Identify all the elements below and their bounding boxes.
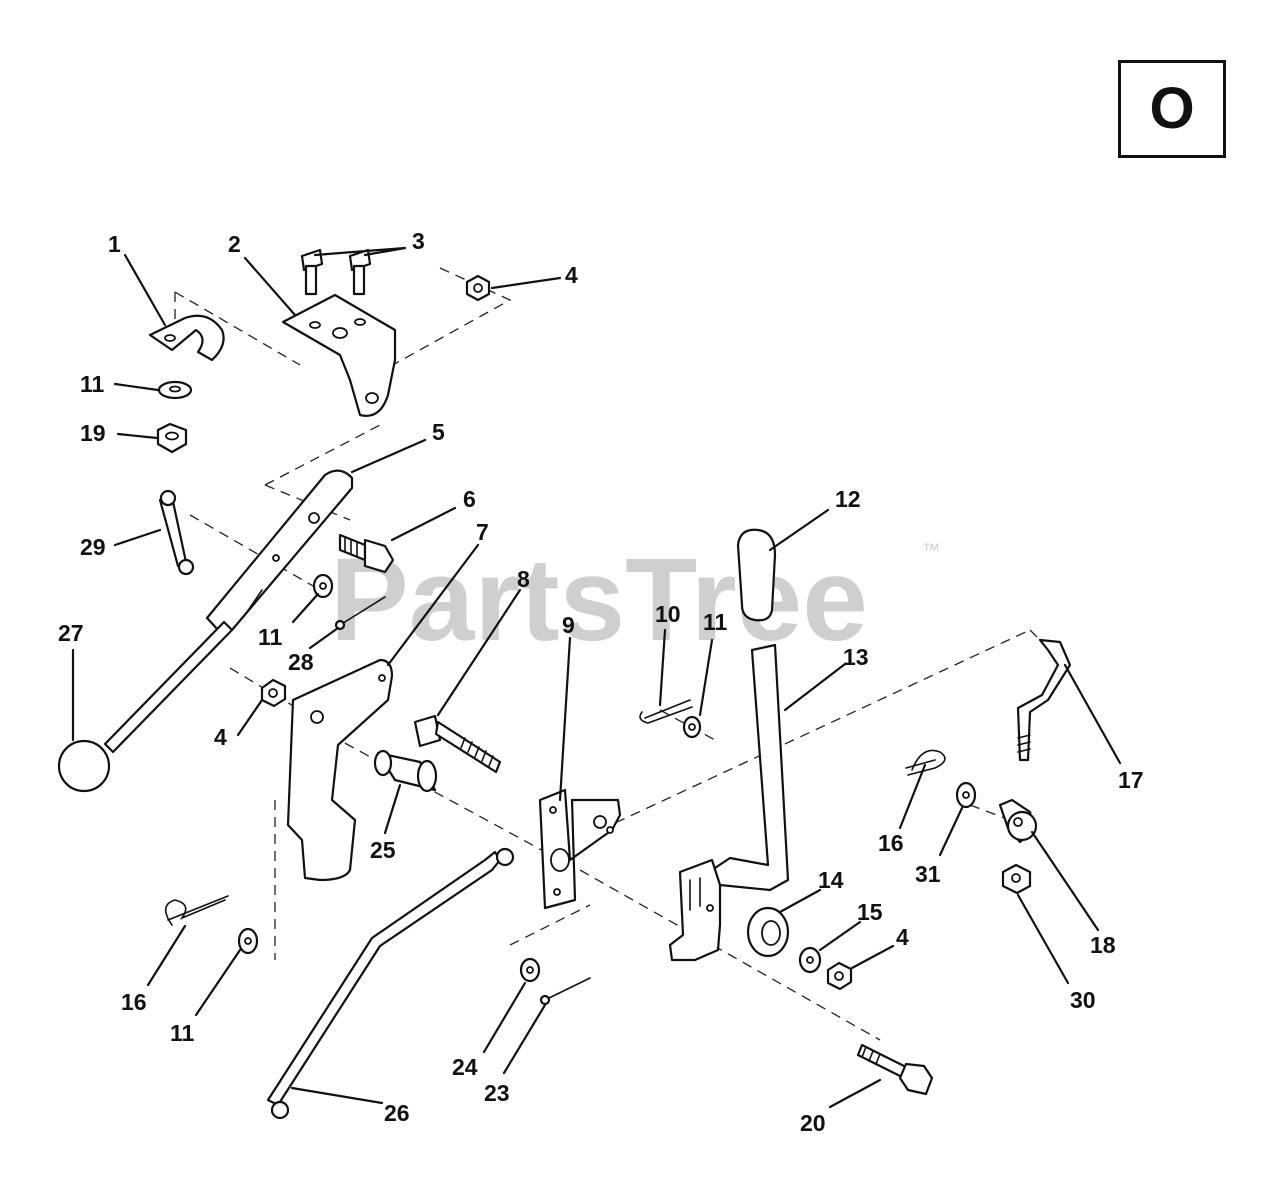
assembly-lines xyxy=(174,267,1041,1041)
callout-24: 24 xyxy=(452,1054,478,1080)
callout-28: 28 xyxy=(288,649,314,675)
callout-27: 27 xyxy=(58,620,84,646)
callout-4b: 4 xyxy=(214,724,227,750)
callout-16a: 16 xyxy=(878,830,904,856)
part-washer-11b xyxy=(312,573,334,599)
part-lever-13 xyxy=(668,643,790,962)
part-bolt-20 xyxy=(856,1043,934,1096)
part-clip-16b xyxy=(164,895,229,926)
part-lever-5 xyxy=(205,469,354,634)
part-nut-19 xyxy=(156,422,188,454)
callout-11c: 11 xyxy=(703,609,728,635)
part-bracket-9 xyxy=(538,788,622,910)
callout-15: 15 xyxy=(857,899,883,925)
callout-11d: 11 xyxy=(170,1020,195,1046)
watermark-trademark: ™ xyxy=(922,540,940,560)
part-washer-15 xyxy=(798,946,822,974)
part-clip-1 xyxy=(148,314,225,362)
part-washer-31 xyxy=(955,781,977,809)
part-grip-12 xyxy=(736,528,777,622)
callout-20: 20 xyxy=(800,1110,826,1136)
part-rod-27 xyxy=(57,620,234,793)
section-letter: O xyxy=(1149,76,1195,141)
part-bracket-2 xyxy=(281,293,397,417)
part-bolt-8 xyxy=(413,714,502,774)
callout-25: 25 xyxy=(370,837,396,863)
callout-9: 9 xyxy=(562,612,575,638)
callout-14: 14 xyxy=(818,867,844,893)
callout-29: 29 xyxy=(80,534,106,560)
part-swivel-18 xyxy=(998,798,1038,844)
part-bolt-6 xyxy=(338,533,395,574)
callout-6: 6 xyxy=(463,486,476,512)
section-label-box: O xyxy=(1118,60,1226,158)
part-nut-4a xyxy=(465,274,491,302)
callout-11b: 11 xyxy=(258,624,283,650)
watermark: PartsTree ™ xyxy=(330,534,940,666)
callout-3: 3 xyxy=(412,228,425,254)
callout-8: 8 xyxy=(517,566,530,592)
part-rod-17 xyxy=(1016,638,1072,762)
part-plate-7 xyxy=(286,658,394,882)
callout-17: 17 xyxy=(1118,767,1144,793)
callout-31: 31 xyxy=(915,861,941,887)
part-pin-23 xyxy=(539,977,591,1006)
callout-10: 10 xyxy=(655,601,681,627)
part-clip-16a xyxy=(905,749,946,776)
callout-5: 5 xyxy=(432,419,445,445)
leader-lines xyxy=(71,246,1122,1109)
part-sleeve-25 xyxy=(373,749,438,793)
watermark-brand: PartsTree xyxy=(330,534,868,666)
part-nut-4b xyxy=(260,678,287,708)
callout-23: 23 xyxy=(484,1080,510,1106)
part-bolts-3 xyxy=(300,248,372,296)
part-washer-11a xyxy=(157,380,193,400)
callout-30: 30 xyxy=(1070,987,1096,1013)
callout-2: 2 xyxy=(228,231,241,257)
callouts: 1 2 3 4 11 19 5 6 29 7 8 9 10 11 12 13 2… xyxy=(58,228,1144,1136)
part-cotter-10 xyxy=(639,699,693,724)
part-rod-26 xyxy=(266,847,515,1120)
part-bushing-14 xyxy=(746,906,790,958)
callout-7: 7 xyxy=(476,519,489,545)
part-washer-11c xyxy=(682,715,702,739)
part-washer-24 xyxy=(519,957,541,983)
callout-19: 19 xyxy=(80,420,106,446)
part-nut-30 xyxy=(1001,863,1032,895)
callout-12: 12 xyxy=(835,486,861,512)
callout-1: 1 xyxy=(108,231,121,257)
callout-13: 13 xyxy=(843,644,869,670)
callout-18: 18 xyxy=(1090,932,1116,958)
part-washer-11d xyxy=(237,927,259,955)
part-link-29 xyxy=(158,489,195,576)
callout-16b: 16 xyxy=(121,989,147,1015)
callout-4a: 4 xyxy=(565,262,578,288)
callout-4c: 4 xyxy=(896,924,909,950)
callout-11a: 11 xyxy=(80,371,105,397)
callout-26: 26 xyxy=(384,1100,410,1126)
part-nut-4c xyxy=(826,961,853,991)
